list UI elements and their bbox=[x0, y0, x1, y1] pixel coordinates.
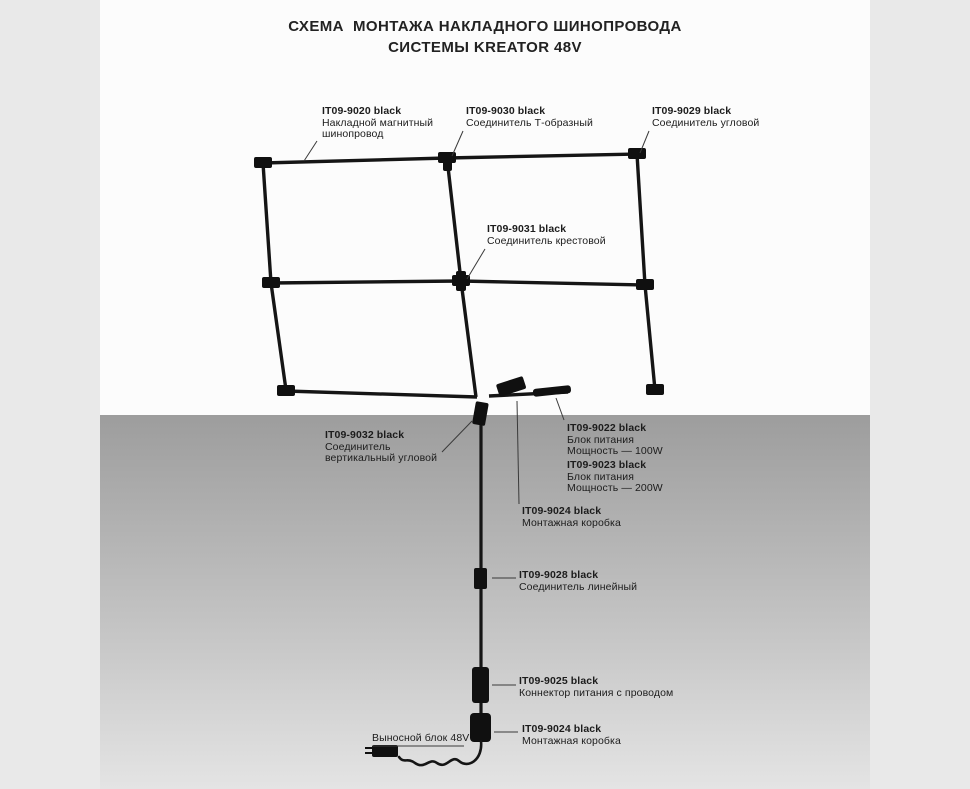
part-code: IT09-9030 black bbox=[466, 105, 546, 117]
label-it09-9032: IT09-9032 black Соединитель вертикальный… bbox=[325, 429, 438, 465]
part-desc: Монтажная коробка bbox=[522, 516, 621, 529]
callout-9031 bbox=[466, 248, 486, 280]
part-desc: Соединитель крестовой bbox=[487, 234, 606, 247]
part-desc: Мощность — 200W bbox=[567, 482, 663, 494]
power-feed-connector bbox=[472, 667, 489, 703]
callout-9032 bbox=[441, 420, 473, 453]
label-it09-9029: IT09-9029 black Соединитель угловой bbox=[652, 105, 760, 129]
label-it09-9031: IT09-9031 black Соединитель крестовой bbox=[487, 223, 606, 247]
part-code: IT09-9025 black bbox=[519, 675, 599, 687]
mounting-box-wall bbox=[470, 713, 491, 742]
connector-t-top bbox=[438, 152, 456, 163]
part-desc: Соединитель bbox=[325, 440, 391, 453]
part-desc: Накладной магнитный bbox=[322, 116, 434, 129]
label-remote-unit-48v: Выносной блок 48V bbox=[372, 732, 470, 745]
label-it09-9023: IT09-9023 black Блок питания Мощность — … bbox=[567, 459, 663, 495]
ceiling-area bbox=[100, 0, 870, 415]
power-plug-prongs bbox=[365, 747, 372, 754]
page-title-line-1: СХЕМА МОНТАЖА НАКЛАДНОГО ШИНОПРОВОДА bbox=[288, 18, 682, 35]
part-code: IT09-9024 black bbox=[522, 505, 602, 517]
connectors bbox=[254, 148, 664, 742]
label-it09-9020: IT09-9020 black Накладной магнитный шино… bbox=[322, 105, 434, 141]
part-desc: Блок питания bbox=[567, 470, 634, 483]
part-code: IT09-9032 black bbox=[325, 429, 405, 441]
mounting-box-ceiling bbox=[496, 376, 526, 397]
part-desc: шинопровод bbox=[322, 128, 384, 140]
part-desc: Коннектор питания с проводом bbox=[519, 686, 674, 699]
part-code: IT09-9028 black bbox=[519, 569, 599, 581]
part-desc: Соединитель Т-образный bbox=[466, 116, 593, 129]
connector-vertical-corner bbox=[472, 401, 489, 426]
power-cord-group bbox=[365, 739, 483, 767]
track-column-right bbox=[635, 153, 657, 391]
connector-bottom-right bbox=[646, 384, 664, 395]
callout-lines bbox=[303, 130, 650, 747]
part-code: IT09-9029 black bbox=[652, 105, 732, 117]
connector-mid-left bbox=[262, 277, 280, 288]
label-it09-9030: IT09-9030 black Соединитель Т-образный bbox=[466, 105, 593, 129]
power-plug bbox=[372, 745, 398, 757]
part-desc: Мощность — 100W bbox=[567, 445, 663, 457]
part-desc: Соединитель линейный bbox=[519, 580, 638, 593]
connector-cross bbox=[452, 275, 470, 286]
callout-9020 bbox=[303, 140, 318, 162]
connector-bottom-left bbox=[277, 385, 295, 396]
label-it09-9022: IT09-9022 black Блок питания Мощность — … bbox=[567, 422, 663, 458]
part-code: IT09-9023 black bbox=[567, 459, 647, 471]
label-it09-9024-top: IT09-9024 black Монтажная коробка bbox=[522, 505, 621, 529]
track-column-left bbox=[261, 162, 288, 391]
scheme-background bbox=[100, 0, 870, 789]
callout-9022 bbox=[555, 397, 565, 421]
part-desc: Соединитель угловой bbox=[652, 116, 760, 129]
part-desc: Монтажная коробка bbox=[522, 734, 621, 747]
label-it09-9028: IT09-9028 black Соединитель линейный bbox=[519, 569, 638, 593]
part-code: IT09-9024 black bbox=[522, 723, 602, 735]
page-title-line-2: СИСТЕМЫ KREATOR 48V bbox=[388, 39, 582, 56]
part-code: IT09-9031 black bbox=[487, 223, 567, 235]
connector-corner-top-right bbox=[628, 148, 646, 159]
connector-linear bbox=[474, 568, 487, 589]
label-it09-9024-bottom: IT09-9024 black Монтажная коробка bbox=[522, 723, 621, 747]
callout-9024-top bbox=[516, 400, 520, 505]
part-code: IT09-9022 black bbox=[567, 422, 647, 434]
power-cord-wire bbox=[397, 739, 483, 767]
connector-mid-right bbox=[636, 279, 654, 290]
callout-9029 bbox=[639, 130, 650, 154]
part-desc: Выносной блок 48V bbox=[372, 732, 470, 744]
part-code: IT09-9020 black bbox=[322, 105, 402, 117]
connector-corner-top-left bbox=[254, 157, 272, 168]
label-it09-9025: IT09-9025 black Коннектор питания с пров… bbox=[519, 675, 674, 699]
part-desc: Блок питания bbox=[567, 433, 634, 446]
part-desc: вертикальный угловой bbox=[325, 452, 438, 464]
power-supply-unit bbox=[532, 385, 572, 397]
track-row-bottom-left bbox=[285, 389, 478, 399]
callout-9030 bbox=[451, 130, 464, 157]
